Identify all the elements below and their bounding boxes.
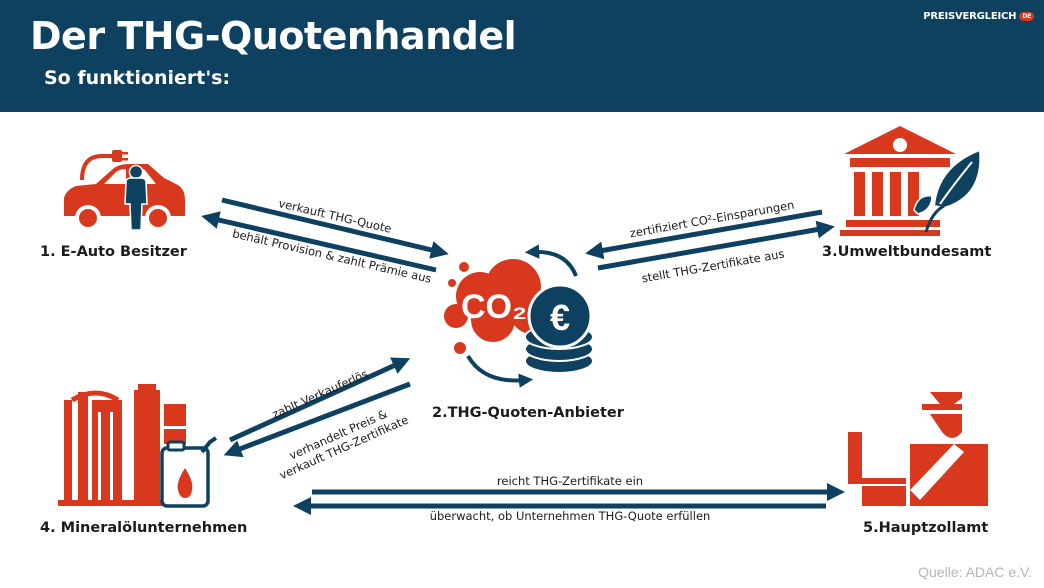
- coins-icon: €: [524, 283, 594, 374]
- person-icon: [124, 164, 148, 231]
- node-label-oil: 4. Mineralölunternehmen: [40, 520, 248, 536]
- arrow-owner-to-provider: [221, 197, 449, 259]
- edge-label-oil-to-customs: reicht THG-Zertifikate ein: [496, 474, 644, 488]
- page-title: Der THG-Quotenhandel: [30, 14, 517, 58]
- fuel-canister-icon: [160, 436, 218, 508]
- arrow-agency-to-provider: [585, 209, 823, 260]
- cycle-arrow-bottom: [466, 354, 534, 388]
- co2-cloud-icon: CO₂: [444, 259, 554, 354]
- government-building-icon: [840, 126, 956, 236]
- arrow-provider-to-agency: [597, 220, 835, 271]
- customs-officer-icon: [848, 392, 988, 506]
- node-label-provider: 2.THG-Quoten-Anbieter: [432, 405, 624, 421]
- node-label-agency: 3.Umweltbundesamt: [822, 244, 992, 260]
- electric-car-icon: [64, 150, 185, 231]
- node-label-owner: 1. E-Auto Besitzer: [40, 244, 187, 260]
- euro-text: €: [550, 297, 570, 338]
- arrow-oil-to-provider: [228, 357, 411, 443]
- edge-label-customs-to-oil: überwacht, ob Unternehmen THG-Quote erfü…: [429, 509, 711, 523]
- node-label-customs: 5.Hauptzollamt: [863, 520, 989, 536]
- leaf-icon: [913, 148, 982, 233]
- cycle-arrow-top: [524, 244, 578, 277]
- brand-logo: PREISVERGLEICH DE: [923, 11, 1034, 22]
- arrow-provider-to-owner: [201, 211, 437, 273]
- brand-badge: DE: [1019, 12, 1034, 21]
- source-note: Quelle: ADAC e.V.: [918, 564, 1032, 580]
- refinery-icon: [58, 384, 198, 506]
- header-banner: Der THG-Quotenhandel So funktioniert's: …: [0, 0, 1044, 112]
- arrow-provider-to-oil: [223, 381, 411, 458]
- page-subtitle: So funktioniert's:: [44, 67, 231, 89]
- co2-text: CO₂: [461, 288, 527, 326]
- brand-name: PREISVERGLEICH: [923, 11, 1017, 22]
